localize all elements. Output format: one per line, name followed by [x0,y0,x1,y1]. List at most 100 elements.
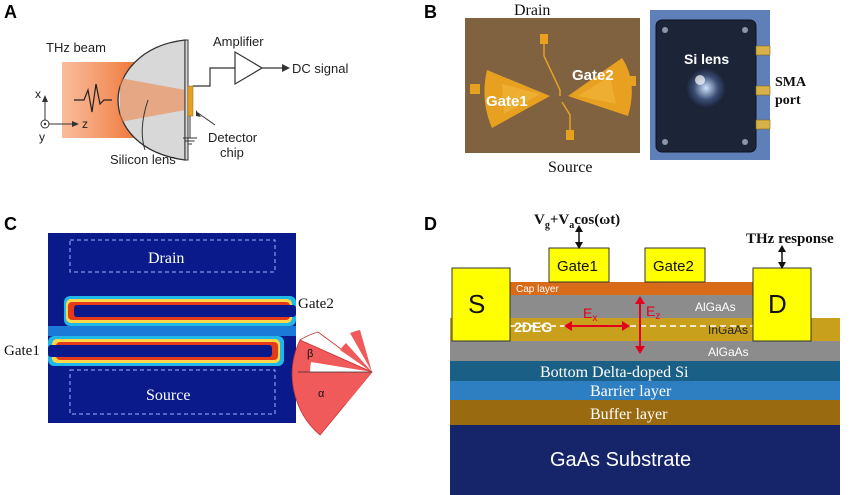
gate2-metal [74,305,296,317]
axis-y-label: y [39,130,45,144]
ingaas-label: InGaAs [708,323,748,337]
ex-label-sub: x [592,313,597,324]
panel-a-letter: A [4,2,17,22]
barrier-layer [450,381,840,400]
gate1-metal [48,345,272,357]
gate-bias-label: Vg+Vacos(ωt) [534,212,620,231]
drain-trace [543,44,561,96]
source-trace [561,101,571,130]
delta-doped-layer [450,361,840,381]
micro-source-label: Source [548,159,592,176]
sma-port-3 [755,119,771,130]
va-sub: a [569,220,574,231]
pad-drain [540,34,548,44]
ex-arrow-head-left [564,321,572,331]
source-contact [451,267,511,342]
sector-stripe-3 [334,372,372,385]
gate1-d-label: Gate1 [557,258,598,275]
vg-sub: g [545,220,550,231]
substrate-label: GaAs Substrate [550,449,691,471]
ez-label-main: E [646,303,655,319]
gate2-fan-detail [578,76,616,104]
field-source-label: Source [146,387,190,404]
cap-layer [510,282,753,295]
signal-wire [193,67,235,87]
pulse-icon [74,83,112,113]
sector-beta [299,331,373,373]
gate-input-head-down [575,242,583,249]
gate-input-head-up [575,225,583,232]
screw-tl [662,27,668,33]
ez-arrow-head-down [635,346,645,354]
dc-arrow-head [282,64,290,72]
field-drain-label: Drain [148,250,184,267]
drain-contact-label: D [768,289,787,319]
detector-chip [187,85,194,117]
screw-tr [742,27,748,33]
silicon-lens-label: Silicon lens [110,152,176,167]
buffer-layer [450,400,840,425]
micro-gate1-label: Gate1 [486,93,528,110]
micro-gate2-label: Gate2 [572,67,614,84]
ez-label: Ez [646,303,660,322]
detector-label-1: Detector [208,130,258,145]
thz-response-label: THz response [746,231,834,247]
axis-z-head [72,121,79,127]
axis-x-head [42,95,48,102]
sector-white-1 [352,372,372,416]
sector-white-2 [310,362,372,372]
gate2-metal-d [644,247,706,283]
ingaas-layer [450,318,840,341]
panel-a: A THz beam Amplifier DC signal [4,2,348,167]
axis-z-label: z [82,117,88,131]
gaas-substrate [450,425,840,495]
detector-pointer [197,112,216,126]
algaas-bottom-label: AlGaAs [708,345,749,359]
ex-arrow-head-right [622,321,630,331]
algaas-top-layer [510,295,753,318]
field-gate2-label: Gate2 [298,296,334,312]
gate2-d-label: Gate2 [653,258,694,275]
drain-region [69,239,276,273]
field-gate1-label: Gate1 [4,343,40,359]
lens-highlight [695,75,705,85]
two-deg-label: 2DEG [514,319,552,335]
beta-label: β [307,348,313,360]
sma-port-2 [755,85,771,96]
panel-c: C Drain Source Gate1 Gate2 β α [4,214,373,436]
vg-main: V [534,212,545,228]
ex-label-main: E [583,305,592,321]
drain-contact [752,267,812,342]
sma-label-2: port [775,93,801,108]
lens-dome [686,68,726,108]
cos-term: cos(ωt) [574,212,620,228]
ez-label-sub: z [655,311,660,322]
thz-response-head-up [778,245,786,252]
lens-pointer [141,99,149,151]
axis-y-dot-center [43,122,47,126]
sma-label-1: SMA [775,75,807,90]
amplifier-label: Amplifier [213,34,264,49]
panel-b: B Gate1 Gate2 Drain Source Si [424,2,807,176]
gate1-fan-detail [502,84,540,114]
barrier-label: Barrier layer [590,383,672,400]
amplifier-icon [234,50,264,86]
thz-response-head-down [778,262,786,269]
ez-arrow-head-up [635,296,645,304]
va-plus: +V [550,212,570,228]
sector-stripe-1 [350,330,372,372]
ex-label: Ex [583,305,597,324]
micro-drain-label: Drain [514,2,550,19]
channel-glow [48,326,296,336]
sector-stripe-4 [340,372,372,404]
beam-in-lens [120,78,185,122]
cap-layer-label: Cap layer [516,284,559,295]
sma-port-1 [755,45,771,56]
thz-beam-label: THz beam [46,40,106,55]
pad-source [566,130,574,140]
axis-x-label: x [35,87,41,101]
screw-bl [662,139,668,145]
lens-back [184,39,189,161]
algaas-top-label: AlGaAs [695,300,736,314]
delta-label: Bottom Delta-doped Si [540,364,689,381]
